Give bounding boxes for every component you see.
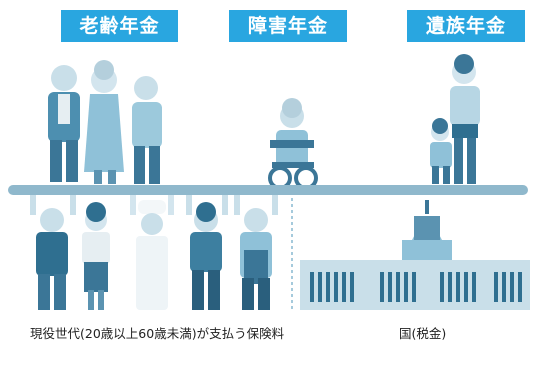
workers-group-figure — [30, 195, 278, 310]
badge-disability-pension: 障害年金 — [229, 10, 347, 42]
badge-survivors-pension: 遺族年金 — [407, 10, 525, 42]
elderly-group-figure — [48, 60, 162, 184]
caption-workers-premiums: 現役世代(20歳以上60歳未満)が支払う保険料 — [30, 326, 285, 341]
wheelchair-figure — [268, 98, 318, 190]
badge-old-age-pension: 老齢年金 — [61, 10, 178, 42]
support-beam — [8, 185, 528, 195]
caption-state-tax: 国(税金) — [399, 326, 447, 341]
mother-child-figure — [430, 54, 480, 184]
diet-building-figure — [300, 200, 530, 310]
pension-illustration — [8, 54, 530, 312]
